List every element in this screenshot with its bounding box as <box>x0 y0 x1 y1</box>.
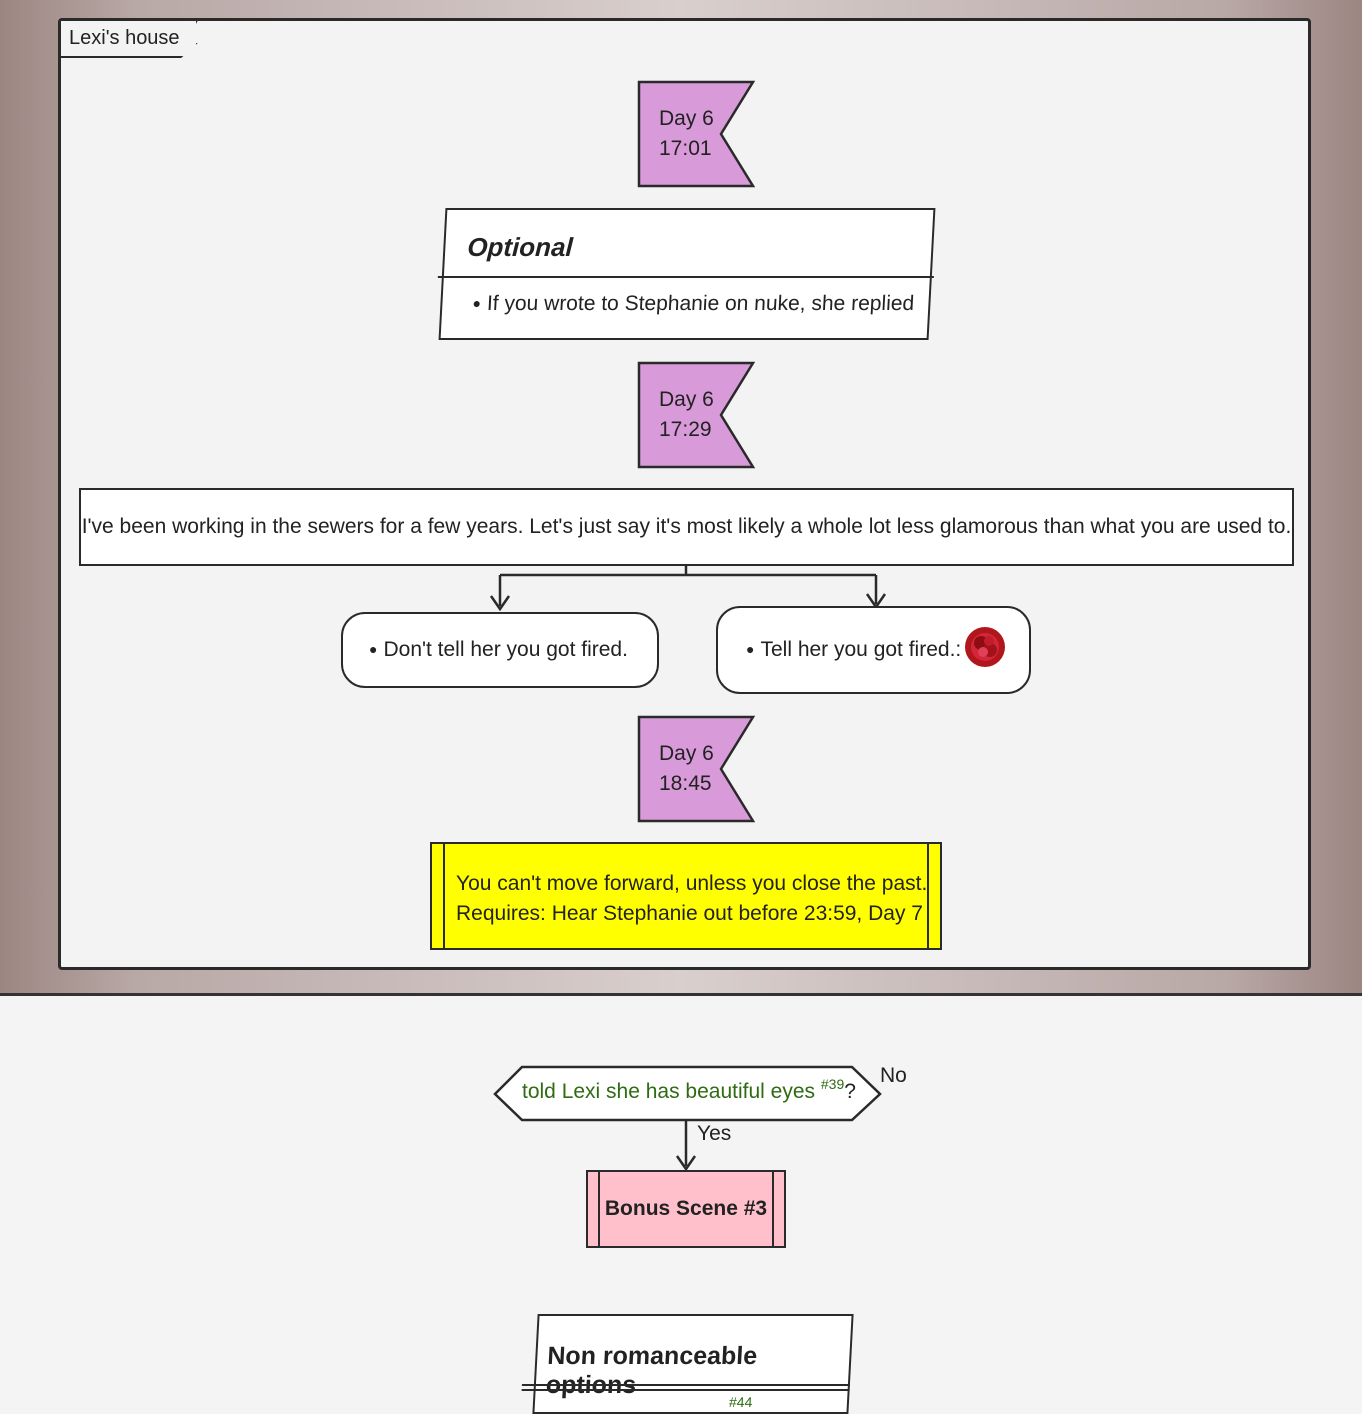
bonus-scene-label: Bonus Scene #3 <box>604 1197 768 1220</box>
condition-no-label: No <box>880 1064 907 1087</box>
choice-tell[interactable]: Tell her you got fired.: <box>716 606 1031 694</box>
non-romance-divider <box>521 1384 850 1386</box>
flag-shape-icon <box>637 80 755 188</box>
dialogue-text: I've been working in the sewers for a fe… <box>81 515 1292 538</box>
optional-heading: Optional <box>466 232 574 262</box>
requirement-line-2: Requires: Hear Stephanie out before 23:5… <box>456 902 923 925</box>
condition-suffix: ? <box>844 1080 856 1103</box>
optional-item: If you wrote to Stephanie on nuke, she r… <box>472 292 914 316</box>
non-romance-divider-2 <box>521 1389 850 1391</box>
time-marker-flag: Day 6 17:01 <box>637 80 755 188</box>
non-romance-heading: Non romanceable options <box>545 1342 758 1399</box>
red-rose-icon <box>963 625 1007 675</box>
condition-yes-label: Yes <box>697 1122 732 1145</box>
condition-label: told Lexi she has beautiful eyes <box>522 1080 816 1103</box>
non-romance-box: Non romanceable options #44 <box>521 1314 854 1414</box>
time-marker-day: Day 6 <box>659 742 714 765</box>
optional-box: Optional If you wrote to Stephanie on nu… <box>437 208 936 340</box>
condition-hexagon-icon <box>493 1065 882 1122</box>
time-marker-day: Day 6 <box>659 388 714 411</box>
time-marker-time: 17:29 <box>659 418 712 441</box>
dialogue-box: I've been working in the sewers for a fe… <box>79 488 1294 566</box>
choice-label: Tell her you got fired.: <box>746 638 961 662</box>
time-marker-day: Day 6 <box>659 107 714 130</box>
requirement-box: You can't move forward, unless you close… <box>430 842 942 950</box>
bonus-scene-box[interactable]: Bonus Scene #3 <box>586 1170 786 1248</box>
location-label: Lexi's house <box>61 21 198 58</box>
condition-text: told Lexi she has beautiful eyes #39? <box>522 1076 856 1104</box>
time-marker-time: 17:01 <box>659 137 712 160</box>
time-marker-flag: Day 6 17:29 <box>637 361 755 469</box>
condition-ref[interactable]: #39 <box>820 1076 845 1092</box>
time-marker-time: 18:45 <box>659 772 712 795</box>
time-marker-flag: Day 6 18:45 <box>637 715 755 823</box>
choice-label: Don't tell her you got fired. <box>369 638 627 662</box>
non-romance-ref: #44 <box>728 1394 753 1410</box>
flag-shape-icon <box>637 361 755 469</box>
flag-shape-icon <box>637 715 755 823</box>
requirement-line-1: You can't move forward, unless you close… <box>456 872 928 895</box>
choice-dont-tell[interactable]: Don't tell her you got fired. <box>341 612 659 688</box>
optional-divider <box>437 276 934 278</box>
